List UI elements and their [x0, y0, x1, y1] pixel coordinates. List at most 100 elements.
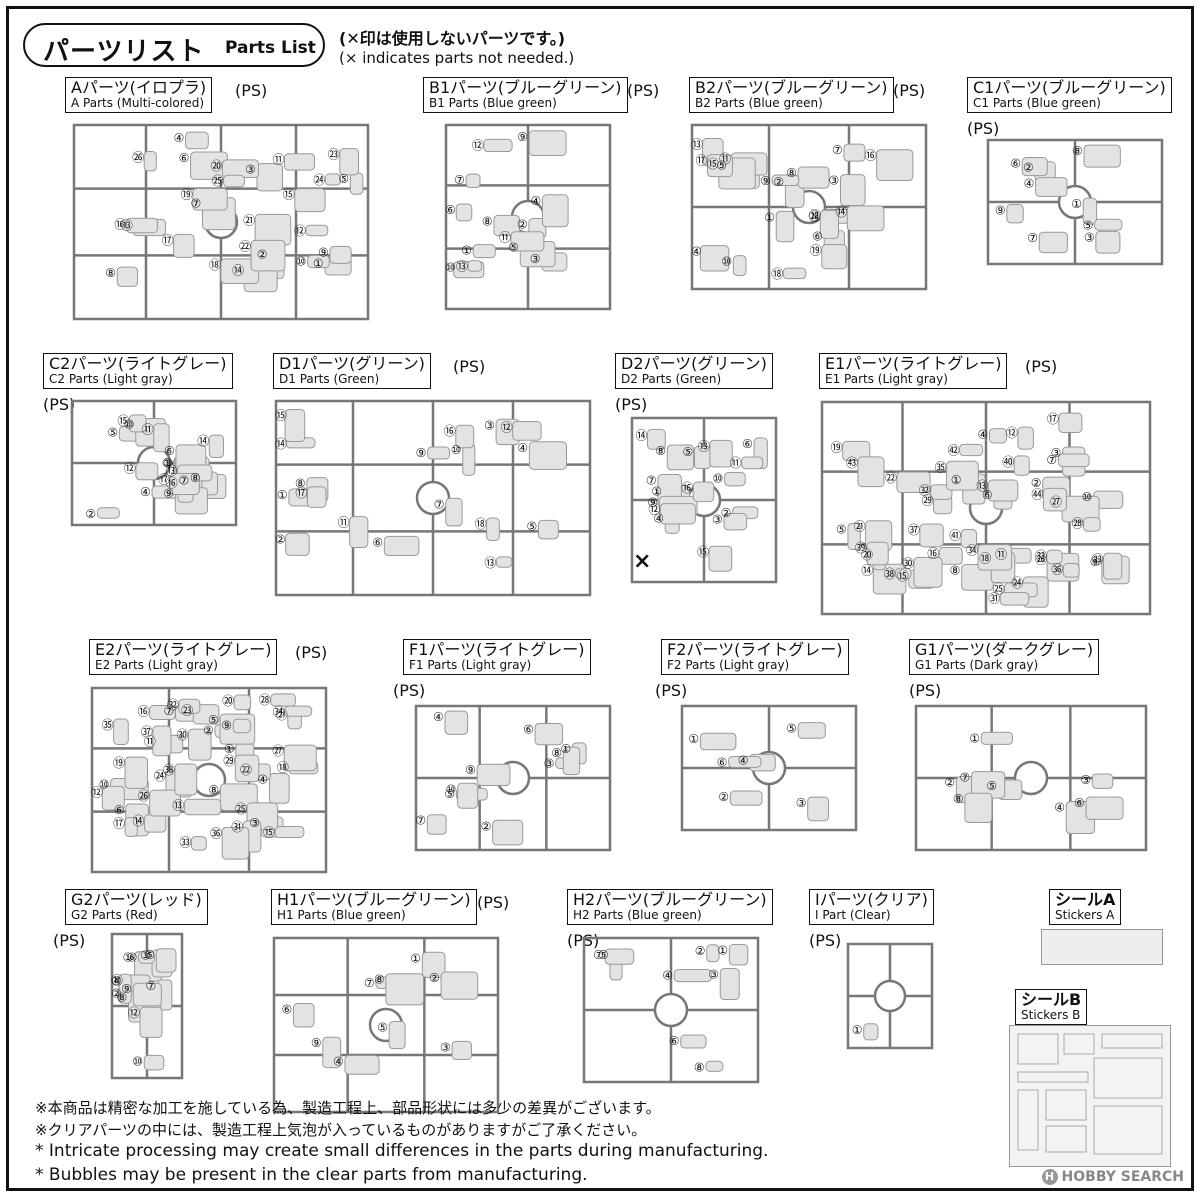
part-shape: [173, 233, 195, 258]
part-shape: [959, 443, 984, 457]
runner-H2-title-jp: H2パーツ(ブルーグリーン): [573, 890, 767, 909]
runner-D2-title-en: D2 Parts (Green): [621, 372, 722, 386]
legend-jp: (✕印は使用しないパーツです。): [339, 29, 566, 48]
part-number: ⑮: [263, 825, 275, 839]
part-number: ㉜: [919, 484, 931, 498]
part-number: ⑫: [1006, 426, 1018, 440]
part-shape: [797, 722, 826, 739]
part-shape: [896, 471, 931, 493]
part-shape: [467, 260, 483, 272]
part-number: ⑨: [995, 203, 1006, 217]
part-shape: [285, 532, 310, 556]
part-number: ⑲: [181, 188, 193, 202]
part-number: ㉞: [273, 705, 285, 719]
part-number: ⑭: [835, 205, 847, 219]
part-shape: [329, 245, 352, 264]
part-shape: [223, 174, 245, 188]
runner-C1-title-jp: C1パーツ(ブルーグリーン): [973, 78, 1166, 97]
runner-E2-ps: (PS): [295, 643, 328, 662]
part-number: ㉟: [935, 460, 947, 474]
part-shape: [138, 950, 155, 964]
part-shape: [455, 424, 475, 449]
part-number: ⑩: [124, 417, 135, 431]
part-shape: [339, 148, 360, 176]
title-en: Parts List: [225, 38, 316, 58]
part-number: ⑭: [132, 814, 144, 828]
part-number: ⑰: [113, 817, 125, 831]
runner-H1-title-jp: H1パーツ(ブルーグリーン): [277, 890, 471, 909]
stickers-a-label: シールA Stickers A: [1049, 889, 1122, 925]
runner-B1-ps: (PS): [627, 81, 660, 100]
part-number: ⑬: [121, 218, 133, 232]
part-number: ㉒: [885, 471, 897, 485]
part-number: ②: [1023, 161, 1034, 175]
part-shape: [492, 819, 524, 846]
note-en-1: * Intricate processing may create small …: [35, 1141, 769, 1161]
part-shape: [113, 718, 129, 745]
part-number: ㊲: [141, 725, 153, 739]
part-number: ㉕: [235, 802, 247, 816]
part-number: ②: [773, 175, 784, 189]
part-shape: [232, 718, 251, 734]
part-shape: [349, 516, 369, 548]
part-number: ⑱: [979, 551, 991, 565]
part-number: ⑥: [523, 722, 534, 736]
part-shape: [1083, 517, 1101, 532]
part-shape: [528, 441, 567, 470]
part-shape: [221, 826, 250, 860]
runner-I-ps: (PS): [809, 931, 842, 950]
part-number: ⑦: [832, 143, 843, 157]
part-shape: [118, 973, 132, 1004]
part-shape: [930, 484, 953, 500]
part-number: ⑤: [526, 519, 537, 533]
part-number: ㉜: [167, 698, 179, 712]
part-shape: [143, 1054, 165, 1071]
part-shape: [729, 790, 763, 806]
part-shape: [987, 479, 1019, 502]
runner-G2-ps: (PS): [53, 931, 86, 950]
part-shape: [842, 440, 871, 461]
part-number: ④: [691, 245, 702, 259]
runner-frame: [272, 936, 500, 1114]
part-shape: [486, 517, 500, 541]
part-shape: [980, 731, 1013, 745]
part-number: ⑯: [114, 217, 126, 231]
part-shape: [1006, 203, 1024, 224]
part-number: ㉘: [259, 693, 271, 707]
stickers-a-title-en: Stickers A: [1055, 908, 1115, 922]
part-number: ⑤: [208, 713, 219, 727]
part-number: ㊳: [884, 567, 896, 581]
part-number: ④: [1024, 177, 1035, 191]
part-number: ⑥: [717, 755, 728, 769]
part-number: ②: [718, 790, 729, 804]
part-number: ⑪: [272, 153, 284, 167]
part-shape: [719, 968, 740, 1001]
part-number: ⑩: [132, 1054, 143, 1068]
part-number: ⑧: [482, 214, 493, 228]
part-number: ㊳: [163, 763, 175, 777]
part-shape: [666, 444, 695, 471]
runner-B2-ps: (PS): [893, 81, 926, 100]
stickers-b-title-en: Stickers B: [1021, 1008, 1081, 1022]
part-shape: [537, 519, 559, 540]
part-number: ⑧: [694, 1060, 705, 1074]
part-number: ⑰: [695, 154, 707, 168]
title-jp: パーツリスト: [43, 37, 205, 67]
part-number: ③: [163, 457, 174, 471]
part-shape: [919, 523, 944, 548]
part-shape: [699, 732, 737, 751]
part-shape: [732, 255, 747, 277]
runner-C2-ps: (PS): [43, 395, 76, 414]
part-shape: [124, 817, 138, 837]
part-number: ⑧: [208, 783, 219, 797]
part-shape: [444, 710, 469, 735]
part-number: ②: [1031, 476, 1042, 490]
runner-D1-ps: (PS): [453, 357, 486, 376]
part-number: ⑤: [598, 948, 609, 962]
part-number: ③: [484, 418, 495, 432]
part-number: ⑥: [742, 437, 753, 451]
part-number: ⑭: [635, 428, 647, 442]
